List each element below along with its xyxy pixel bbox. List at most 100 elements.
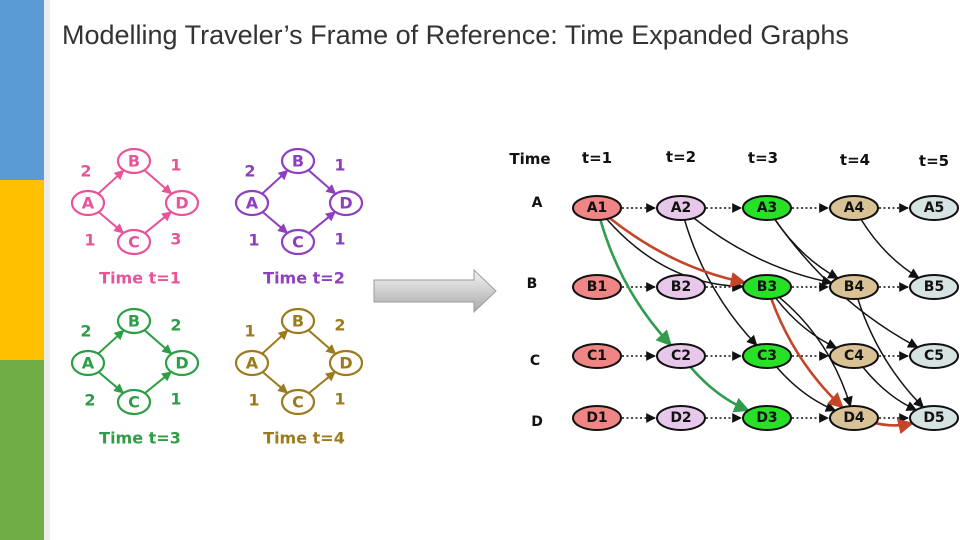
node-label-c1: C1 bbox=[587, 348, 607, 364]
node-label-d4: D4 bbox=[843, 410, 865, 426]
node-a2 bbox=[656, 195, 706, 221]
node-label-d3: D3 bbox=[756, 410, 777, 426]
node-a4 bbox=[829, 195, 879, 221]
travel-arc bbox=[606, 218, 745, 292]
node-b bbox=[280, 147, 316, 175]
node-label-a3: A3 bbox=[757, 200, 778, 216]
node-label-b3: B3 bbox=[757, 279, 777, 295]
node-a bbox=[234, 349, 270, 377]
slide-title: Modelling Traveler’s Frame of Reference:… bbox=[62, 20, 849, 50]
node-label-a: A bbox=[82, 194, 95, 213]
travel-arc bbox=[693, 217, 833, 286]
time-label-t1: t=1 bbox=[582, 149, 612, 167]
highlighted-path-arc-red bbox=[608, 217, 747, 288]
edge-b-d bbox=[307, 168, 337, 195]
transform-arrow bbox=[373, 268, 497, 314]
edge-b-d bbox=[143, 168, 173, 195]
node-b bbox=[116, 147, 152, 175]
slice-caption: Time t=1 bbox=[99, 269, 181, 288]
row-label-c: C bbox=[530, 353, 540, 369]
node-b1 bbox=[572, 274, 622, 300]
time-label-t5: t=5 bbox=[919, 152, 949, 170]
weight-cd: 1 bbox=[334, 230, 345, 249]
row-label-d: D bbox=[531, 414, 543, 430]
node-a bbox=[234, 189, 270, 217]
edge-c-d bbox=[143, 371, 172, 395]
node-label-b: B bbox=[128, 312, 140, 331]
node-label-a: A bbox=[82, 354, 95, 373]
node-b bbox=[116, 307, 152, 335]
time-label-t3: t=3 bbox=[748, 149, 778, 167]
edge-c-d bbox=[307, 211, 336, 235]
edge-c-d bbox=[143, 211, 172, 235]
edge-a-b bbox=[260, 169, 289, 195]
node-a3 bbox=[742, 195, 792, 221]
node-label-d: D bbox=[339, 354, 352, 373]
node-label-b4: B4 bbox=[844, 279, 865, 295]
slice-caption: Time t=4 bbox=[263, 429, 345, 448]
node-d4 bbox=[829, 405, 879, 431]
node-c3 bbox=[742, 343, 792, 369]
node-label-c: C bbox=[128, 393, 140, 412]
slice-caption: Time t=3 bbox=[99, 429, 181, 448]
node-label-a: A bbox=[246, 354, 259, 373]
weight-bd: 1 bbox=[334, 156, 345, 175]
node-c5 bbox=[909, 343, 959, 369]
weight-cd: 1 bbox=[170, 390, 181, 409]
node-c1 bbox=[572, 343, 622, 369]
edge-a-b bbox=[96, 329, 125, 355]
node-label-c: C bbox=[292, 393, 304, 412]
node-label-d: D bbox=[175, 194, 188, 213]
node-a1 bbox=[572, 195, 622, 221]
node-a bbox=[70, 189, 106, 217]
travel-arc bbox=[862, 366, 918, 411]
node-label-b: B bbox=[128, 152, 140, 171]
node-d bbox=[328, 349, 364, 377]
node-b2 bbox=[656, 274, 706, 300]
node-label-a2: A2 bbox=[671, 200, 692, 216]
weight-ab: 2 bbox=[244, 162, 255, 181]
edge-b-d bbox=[307, 328, 337, 355]
row-label-b: B bbox=[527, 276, 538, 292]
node-d bbox=[328, 189, 364, 217]
edge-a-c bbox=[97, 210, 125, 234]
travel-arc bbox=[776, 366, 837, 412]
node-c bbox=[116, 228, 152, 256]
node-label-b2: B2 bbox=[671, 279, 691, 295]
node-label-c5: C5 bbox=[924, 348, 944, 364]
node-d3 bbox=[742, 405, 792, 431]
node-label-d5: D5 bbox=[923, 410, 944, 426]
node-b4 bbox=[829, 274, 879, 300]
node-label-b: B bbox=[292, 312, 304, 331]
node-label-c4: C4 bbox=[844, 348, 864, 364]
node-label-d: D bbox=[339, 194, 352, 213]
weight-bd: 2 bbox=[334, 316, 345, 335]
time-label-t4: t=4 bbox=[840, 151, 870, 169]
side-accent-green bbox=[0, 360, 44, 540]
node-label-c: C bbox=[128, 233, 140, 252]
edge-b-d bbox=[143, 328, 173, 355]
edge-c-d bbox=[307, 371, 336, 395]
edge-a-b bbox=[260, 329, 289, 355]
node-label-b: B bbox=[292, 152, 304, 171]
node-b3 bbox=[742, 274, 792, 300]
weight-bd: 1 bbox=[170, 156, 181, 175]
highlighted-path-arc-red bbox=[875, 418, 914, 435]
edge-a-c bbox=[97, 370, 125, 394]
side-accent-blue bbox=[0, 0, 44, 180]
edge-a-c bbox=[261, 210, 289, 234]
travel-arc bbox=[683, 219, 758, 346]
weight-ac: 1 bbox=[248, 391, 259, 410]
node-label-d: D bbox=[175, 354, 188, 373]
weight-ac: 1 bbox=[84, 231, 95, 250]
node-label-c2: C2 bbox=[671, 348, 691, 364]
weight-ac: 2 bbox=[84, 391, 95, 410]
highlighted-path-arc-green bbox=[689, 366, 750, 413]
node-a bbox=[70, 349, 106, 377]
node-d bbox=[164, 349, 200, 377]
